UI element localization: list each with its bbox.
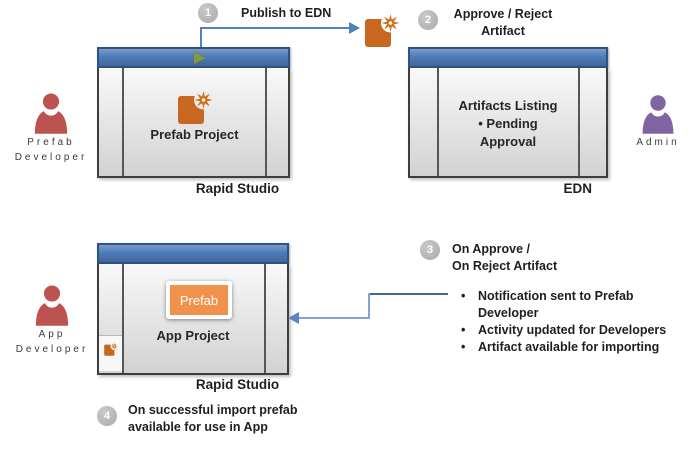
project-label: Prefab Project [150,127,239,142]
connector-elbow-top [369,293,448,295]
step-3-bullet-list: Notification sent to Prefab Developer Ac… [459,288,687,356]
listing-line: Approval [479,134,537,149]
step-3-label: On Approve / On Reject Artifact [452,241,557,275]
step-2-line1: Approve / Reject [453,7,553,21]
window-caption: EDN [563,181,592,196]
step-3-line2: On Reject Artifact [452,259,558,273]
connector-elbow-vertical [368,293,370,319]
bullet-item: Activity updated for Developers [459,322,687,339]
actor-app-developer: App Developer [9,284,95,357]
published-artifact-icon [365,13,400,47]
window-body: Prefab Project [97,68,290,178]
window-titlebar [97,243,289,264]
arrow-right-icon [349,22,360,34]
step-1-label: Publish to EDN [241,6,332,20]
window-titlebar [97,47,290,68]
artifacts-listing-text: Artifacts Listing • Pending Approval [442,97,574,151]
step-2-badge: 2 [418,10,438,30]
play-icon [194,52,206,64]
actor-label: Prefab [27,137,75,148]
step-2-label: Approve / Reject Artifact [447,6,559,40]
actor-label: App [38,329,66,340]
panel-divider [437,68,439,176]
bullet-item: Artifact available for importing [459,339,687,356]
connector-publish-vertical [200,28,202,47]
window-caption: Rapid Studio [195,377,280,392]
panel-divider [122,68,124,176]
step-1-badge: 1 [198,3,218,23]
panel-divider [265,68,267,176]
step-4-line1: On successful import prefab [128,403,298,417]
connector-publish-horizontal [200,27,349,29]
listing-line: Artifacts Listing [458,98,558,113]
prefab-button: Prefab [166,281,232,319]
connector-elbow-bottom [298,317,370,319]
actor-label: Developer [15,344,89,355]
panel-divider [578,68,580,176]
listing-line: • Pending [478,116,538,131]
window-edn: Artifacts Listing • Pending Approval [408,47,608,178]
actor-label: Developer [14,152,88,163]
window-caption: Rapid Studio [195,181,280,196]
panel-divider [122,264,124,373]
step-3-line1: On Approve / [452,242,531,256]
step-4-label: On successful import prefab available fo… [128,402,297,436]
person-icon [35,285,69,326]
artifact-icon [178,90,213,124]
step-4-badge: 4 [97,406,117,426]
step-3-badge: 3 [420,240,440,260]
person-icon [34,93,68,134]
window-titlebar [408,47,608,68]
person-icon [642,95,674,134]
actor-label: Admin [636,137,680,148]
window-body: Artifacts Listing • Pending Approval [408,68,608,178]
window-body: Prefab App Project [97,264,289,375]
project-label: App Project [156,328,230,343]
window-rapid-studio-top: Prefab Project [97,47,290,178]
arrow-left-icon [288,312,299,324]
actor-prefab-developer: Prefab Developer [8,92,94,165]
imported-artifact-tray [99,335,122,371]
actor-admin: Admin [618,94,698,150]
panel-divider [264,264,266,373]
bullet-item: Notification sent to Prefab Developer [459,288,687,322]
step-4-line2: available for use in App [128,420,268,434]
artifact-icon-small [104,342,118,356]
step-2-line2: Artifact [481,24,525,38]
window-rapid-studio-bottom: Prefab App Project [97,243,289,375]
